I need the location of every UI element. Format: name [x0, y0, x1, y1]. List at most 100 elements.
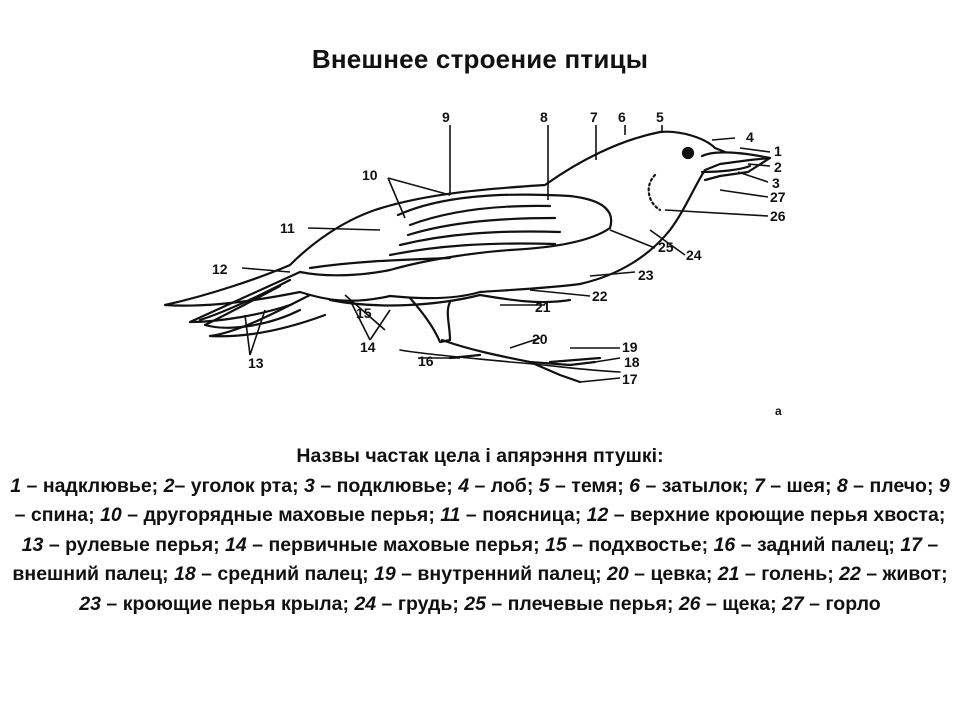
legend-item-number: 18 — [173, 563, 196, 585]
legend-item: 23 – кроющие перья крыла; — [79, 592, 355, 615]
legend-item-number: 14 — [225, 533, 247, 556]
legend-item-number: 4 — [458, 474, 470, 497]
legend-item-number: 13 — [21, 533, 44, 556]
legend-item-number: 3 — [304, 474, 315, 497]
legend-item-number: 10 — [100, 504, 122, 526]
callout-14: 14 — [360, 339, 376, 355]
branch — [399, 349, 621, 373]
legend-item: 10 – другорядные маховые перья; — [100, 504, 441, 526]
legend-item: 19 – внутренний палец; — [374, 563, 608, 585]
callout-4: 4 — [746, 129, 754, 145]
leg — [408, 296, 452, 344]
legend-item: 15 – подхвостье; — [544, 533, 714, 556]
callout-13: 13 — [248, 355, 264, 371]
legend-item: 8 – плечо; — [836, 474, 939, 497]
legend-item-text: плечевые перья — [507, 592, 667, 615]
head-top — [658, 130, 727, 154]
belly — [328, 293, 572, 307]
legend-item-number: 23 — [79, 592, 101, 615]
legend-item-number: 9 — [938, 474, 950, 497]
bird-body-outline — [163, 130, 772, 307]
legend-heading: Назвы частак цела і апярэння птушкі: — [296, 445, 664, 467]
legend-item: 9 – спина; — [14, 474, 950, 527]
callout-6: 6 — [618, 109, 626, 125]
legend-item-text: подклювье — [336, 474, 447, 497]
legend-item-text: верхние кроющие перья хвоста — [630, 504, 939, 526]
legend-item-number: 8 — [836, 474, 848, 497]
legend-item: 1 – надклювье; — [10, 474, 164, 497]
legend-item-text: рулевые перья — [65, 533, 214, 556]
legend-item: 6 – затылок; — [629, 474, 754, 497]
legend-item: 17 – внешний палец; — [12, 533, 939, 586]
legend-item: 20 – цевка; — [607, 563, 718, 585]
callout-16: 16 — [418, 353, 434, 369]
legend-item-number: 27 — [782, 592, 804, 615]
legend-item: 2– уголок рта; — [163, 474, 305, 497]
callout-8: 8 — [540, 109, 548, 125]
callout-9: 9 — [442, 109, 450, 125]
callout-11: 11 — [280, 220, 295, 236]
callout-10: 10 — [362, 167, 378, 183]
legend-item: 13 – рулевые перья; — [21, 533, 226, 556]
legend-item-text: горло — [825, 592, 881, 615]
legend-item-number: 20 — [607, 563, 629, 585]
legend-item-number: 21 — [717, 563, 740, 585]
callout-2: 2 — [774, 159, 782, 175]
corner-mark: a — [775, 404, 782, 418]
wing-outline — [298, 193, 613, 277]
callout-12: 12 — [212, 261, 228, 277]
legend-item-text: щека — [722, 592, 771, 615]
legend-item-number: 15 — [544, 533, 567, 556]
legend-item-text: другорядные маховые перья — [143, 504, 429, 526]
callout-19: 19 — [622, 339, 638, 355]
legend-item-number: 25 — [464, 592, 486, 615]
legend-item-text: уголок рта — [190, 474, 293, 497]
legend-item-text: внутренний палец — [417, 563, 596, 585]
legend-item-text: шея — [786, 474, 825, 497]
legend-item-text: подхвостье — [588, 533, 702, 556]
legend-item: 21 – голень; — [717, 563, 840, 585]
legend-item: 27 – горло — [782, 592, 881, 615]
legend-item-text: внешний палец — [12, 563, 163, 585]
legend-item: 12 – верхние кроющие перья хвоста; — [586, 504, 946, 526]
legend-item-text: задний палец — [756, 533, 889, 556]
legend-item: 3 – подклювье; — [304, 474, 459, 497]
callout-3: 3 — [772, 175, 780, 191]
legend-item-text: голень — [761, 563, 828, 585]
cheek — [647, 173, 662, 212]
callout-1: 1 — [774, 143, 782, 159]
legend-item-number: 19 — [374, 563, 396, 585]
legend-item-number: 2 — [163, 474, 175, 497]
lower-beak — [700, 164, 752, 174]
callout-25: 25 — [658, 239, 674, 255]
callout-15: 15 — [356, 305, 372, 321]
legend-item-number: 6 — [629, 474, 641, 497]
legend-item-text: плечо — [869, 474, 927, 497]
legend-item-text: грудь — [397, 592, 453, 615]
legend-item-number: 24 — [354, 592, 377, 615]
legend-item-number: 1 — [10, 474, 22, 497]
legend-item-text: надклювье — [42, 474, 152, 497]
upper-beak — [700, 151, 772, 160]
legend-item-number: 16 — [713, 533, 736, 556]
legend-item-number: 26 — [678, 592, 701, 615]
tail-feathers — [188, 270, 302, 324]
legend-item: 22 – живот; — [839, 563, 948, 585]
legend-item: 16 – задний палец; — [713, 533, 901, 556]
legend-item-number: 7 — [753, 474, 765, 497]
legend-item-number: 22 — [839, 563, 861, 585]
eye — [681, 146, 695, 160]
legend-item: 25 – плечевые перья; — [464, 592, 679, 615]
toes — [448, 353, 602, 384]
tarsus — [440, 338, 572, 367]
legend-item-text: живот — [882, 563, 942, 585]
legend-item-number: 5 — [538, 474, 550, 497]
legend-item-text: средний палец — [217, 563, 363, 585]
legend-item: 24 – грудь; — [354, 592, 465, 615]
callout-24: 24 — [686, 247, 702, 263]
legend-caption: Назвы частак цела і апярэння птушкі: 1 –… — [10, 442, 950, 619]
legend-item: 14 – первичные маховые перья; — [225, 533, 545, 556]
legend-item-text: цевка — [650, 563, 706, 585]
callout-22: 22 — [592, 288, 608, 304]
legend-item: 7 – шея; — [753, 474, 837, 497]
